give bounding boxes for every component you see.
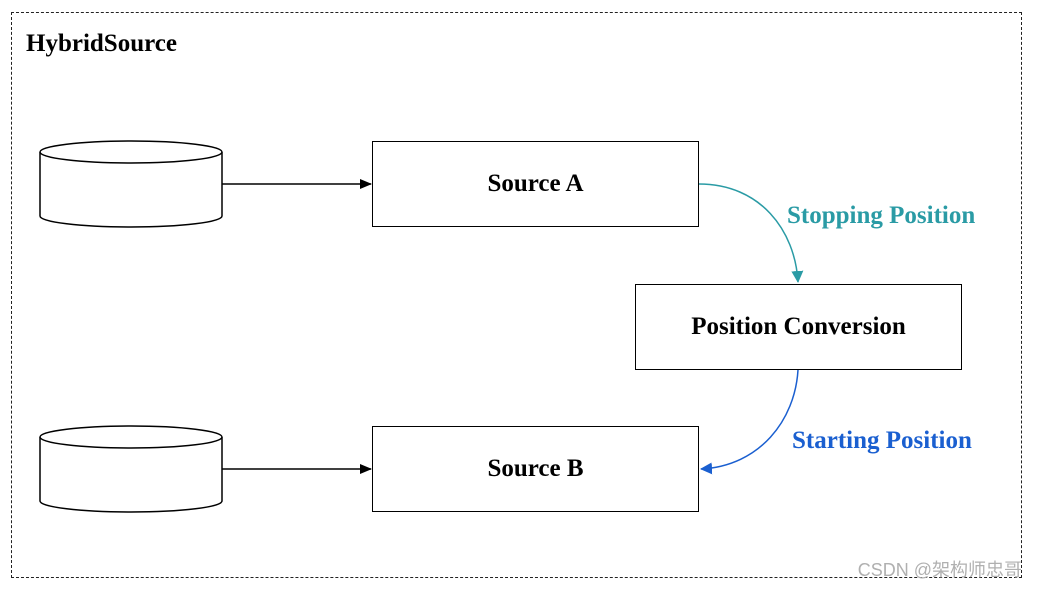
arrow-starting-position: [700, 369, 799, 475]
starting-position-label: Starting Position: [792, 427, 972, 454]
hybridsource-container: [11, 12, 1022, 578]
database-b-icon: [39, 425, 223, 513]
source-a-node: Source A: [372, 141, 699, 227]
database-a-icon: [39, 140, 223, 228]
position-conversion-node: Position Conversion: [635, 284, 962, 370]
container-title: HybridSource: [26, 30, 177, 57]
stopping-position-label: Stopping Position: [787, 202, 976, 229]
watermark: CSDN @架构师忠哥: [857, 560, 1022, 580]
arrow-stopping-position: [698, 183, 804, 283]
source-b-node: Source B: [372, 426, 699, 512]
